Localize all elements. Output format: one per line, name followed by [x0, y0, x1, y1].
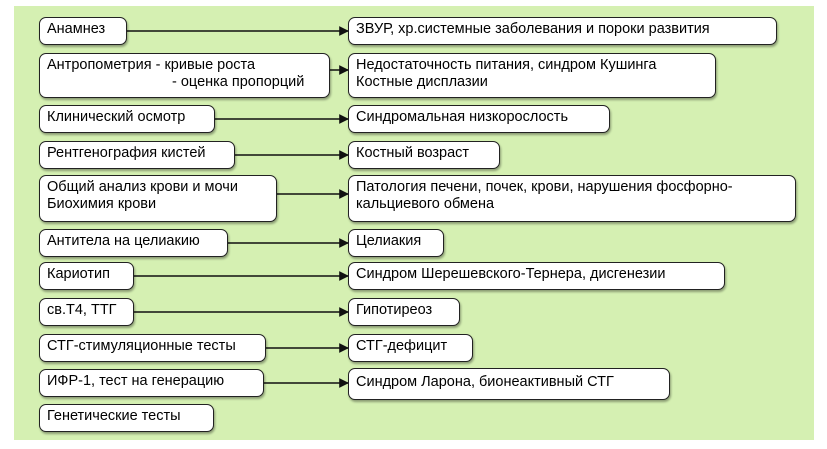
box-text: Недостаточность питания, синдром Кушинга: [356, 57, 657, 73]
left-box-celiac-antibodies: Антитела на целиакию: [39, 229, 228, 257]
right-box-anamnesis-result: ЗВУР, хр.системные заболевания и пороки …: [348, 17, 777, 45]
box-text: Синдромальная низкорослость: [356, 109, 569, 125]
right-box-clinical-exam-result: Синдромальная низкорослость: [348, 105, 610, 133]
right-box-hand-xray-result: Костный возраст: [348, 141, 500, 169]
box-text: Целиакия: [356, 233, 422, 249]
left-box-blood-urine: Общий анализ крови и мочи Биохимия крови: [39, 175, 277, 222]
box-text: Гипотиреоз: [356, 302, 433, 318]
right-box-anthropometry-result: Недостаточность питания, синдром Кушинга…: [348, 53, 716, 98]
box-text: ИФР-1, тест на генерацию: [47, 373, 225, 389]
right-box-blood-urine-result: Патология печени, почек, крови, нарушени…: [348, 175, 796, 222]
right-box-karyotype-result: Синдром Шерешевского-Тернера, дисгенезии: [348, 262, 725, 290]
box-text: Общий анализ крови и мочи: [47, 179, 238, 195]
box-text: Рентгенография кистей: [47, 145, 206, 161]
box-text: Биохимия крови: [47, 196, 157, 212]
box-text: Костный возраст: [356, 145, 470, 161]
right-box-gh-stimulation-result: СТГ-дефицит: [348, 334, 473, 362]
left-box-karyotype: Кариотип: [39, 262, 134, 290]
left-box-gh-stimulation: СТГ-стимуляционные тесты: [39, 334, 266, 362]
box-text: Генетические тесты: [47, 408, 181, 424]
box-text: СТГ-стимуляционные тесты: [47, 338, 236, 354]
left-box-anamnesis: Анамнез: [39, 17, 127, 45]
box-text: Антитела на целиакию: [47, 233, 200, 249]
right-box-t4-tsh-result: Гипотиреоз: [348, 298, 460, 326]
left-box-hand-xray: Рентгенография кистей: [39, 141, 235, 169]
box-text: св.Т4, ТТГ: [47, 302, 117, 318]
left-box-genetic-tests: Генетические тесты: [39, 404, 214, 432]
box-text: Антропометрия - кривые роста: [47, 57, 256, 73]
box-text: кальциевого обмена: [356, 196, 495, 212]
left-box-igf1: ИФР-1, тест на генерацию: [39, 369, 264, 397]
box-text: Синдром Шерешевского-Тернера, дисгенезии: [356, 266, 666, 282]
box-text: ЗВУР, хр.системные заболевания и пороки …: [356, 21, 710, 37]
box-text: Синдром Ларона, бионеактивный СТГ: [356, 374, 614, 390]
left-box-t4-tsh: св.Т4, ТТГ: [39, 298, 134, 326]
left-box-clinical-exam: Клинический осмотр: [39, 105, 215, 133]
box-text: Кариотип: [47, 266, 111, 282]
right-box-celiac-result: Целиакия: [348, 229, 444, 257]
box-text: СТГ-дефицит: [356, 338, 448, 354]
box-text: Костные дисплазии: [356, 74, 488, 90]
box-text: - оценка пропорций: [172, 74, 305, 90]
right-box-igf1-result: Синдром Ларона, бионеактивный СТГ: [348, 368, 670, 400]
box-text: Патология печени, почек, крови, нарушени…: [356, 179, 733, 195]
box-text: Клинический осмотр: [47, 109, 186, 125]
box-text: Анамнез: [47, 21, 106, 37]
left-box-anthropometry: Антропометрия - кривые роста - оценка пр…: [39, 53, 330, 98]
